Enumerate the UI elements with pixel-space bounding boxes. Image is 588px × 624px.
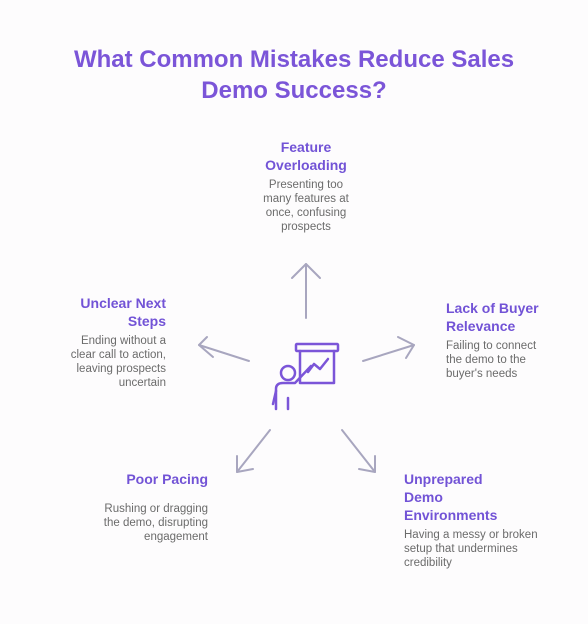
item-lack-of-buyer-relevance: Lack of Buyer Relevance Failing to conne…	[446, 299, 582, 381]
description-line: once, confusing	[265, 207, 347, 219]
description-line: credibility	[404, 557, 452, 569]
item-heading: Poor Pacing	[68, 470, 208, 488]
description-line: Ending without a	[80, 335, 166, 347]
item-description: Presenting too many features at once, co…	[236, 178, 376, 234]
item-heading: Lack of Buyer Relevance	[446, 299, 582, 335]
item-heading: Feature Overloading	[236, 138, 376, 174]
page-title: What Common Mistakes Reduce Sales Demo S…	[0, 44, 588, 106]
heading-line: Poor Pacing	[126, 471, 208, 487]
description-line: the demo, disrupting	[103, 517, 208, 529]
heading-line: Environments	[404, 507, 498, 523]
heading-line: Overloading	[265, 157, 347, 173]
title-line-1: What Common Mistakes Reduce Sales	[73, 46, 515, 73]
heading-line: Relevance	[446, 318, 516, 334]
description-line: Presenting too	[268, 179, 344, 191]
arrow-up	[291, 263, 321, 319]
description-line: Having a messy or broken	[404, 529, 538, 541]
item-description: Failing to connect the demo to the buyer…	[446, 339, 582, 381]
heading-line: Feature	[280, 139, 332, 155]
description-line: leaving prospects	[76, 363, 167, 375]
title-line-2: Demo Success?	[201, 77, 387, 104]
arrow-left	[198, 336, 250, 362]
heading-line: Demo	[404, 489, 443, 505]
description-line: Failing to connect	[446, 340, 537, 352]
item-description: Rushing or dragging the demo, disrupting…	[68, 502, 208, 544]
description-line: setup that undermines	[404, 543, 518, 555]
description-line: clear call to action,	[70, 349, 166, 361]
description-line: prospects	[281, 221, 331, 233]
item-feature-overloading: Feature Overloading Presenting too many …	[236, 138, 376, 234]
heading-line: Unclear Next	[80, 295, 166, 311]
item-unprepared-demo-environments: Unprepared Demo Environments Having a me…	[404, 470, 574, 570]
item-heading: Unclear Next Steps	[26, 294, 166, 330]
presenter-at-board-icon	[271, 342, 340, 411]
arrow-right	[362, 336, 415, 362]
item-unclear-next-steps: Unclear Next Steps Ending without a clea…	[26, 294, 166, 390]
item-description: Ending without a clear call to action, l…	[26, 334, 166, 390]
description-line: buyer's needs	[446, 368, 518, 380]
arrow-down-right	[341, 429, 376, 473]
description-line: many features at	[263, 193, 349, 205]
heading-line: Steps	[127, 313, 166, 329]
heading-line: Lack of Buyer	[446, 300, 539, 316]
description-line: uncertain	[118, 377, 166, 389]
item-description: Having a messy or broken setup that unde…	[404, 528, 574, 570]
item-poor-pacing: Poor Pacing Rushing or dragging the demo…	[68, 470, 208, 544]
arrow-down-left	[236, 429, 271, 473]
item-heading: Unprepared Demo Environments	[404, 470, 574, 524]
description-line: Rushing or dragging	[104, 503, 208, 515]
description-line: engagement	[144, 531, 208, 543]
description-line: the demo to the	[446, 354, 526, 366]
heading-line: Unprepared	[404, 471, 483, 487]
